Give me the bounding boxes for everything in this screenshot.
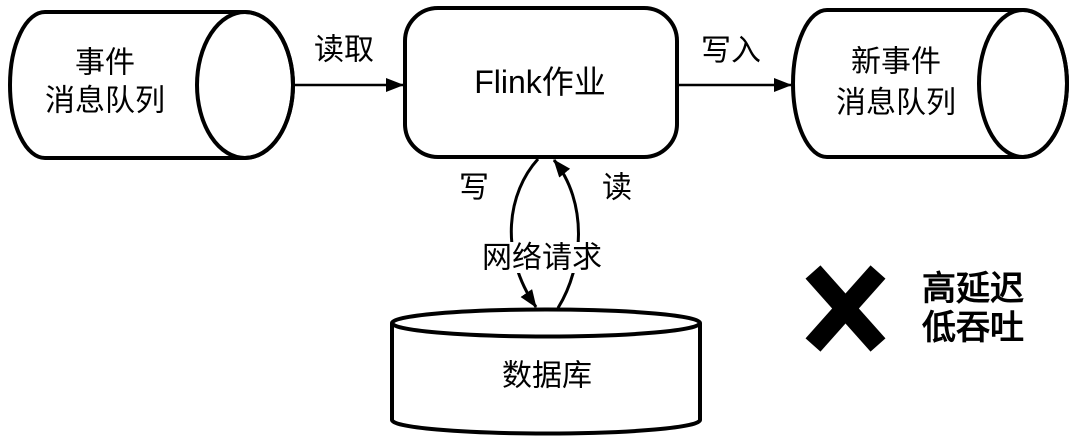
flink-job-label: Flink作业 bbox=[474, 64, 606, 100]
node-flink-job: Flink作业 bbox=[403, 6, 679, 159]
database-top-rim bbox=[390, 307, 702, 339]
read-queue-label: 读取 bbox=[314, 34, 374, 67]
node-new-event-queue: 新事件 消息队列 bbox=[791, 8, 1069, 159]
new-event-queue-rim bbox=[977, 8, 1069, 159]
network-request-label: 网络请求 bbox=[482, 242, 602, 275]
edge-read-queue: 读取 bbox=[292, 34, 404, 92]
database-label: 数据库 bbox=[502, 360, 592, 393]
database-body bbox=[390, 323, 702, 436]
edge-write-to-database: 写 bbox=[459, 157, 540, 308]
flink-job-box bbox=[403, 6, 679, 159]
read-db-arrow bbox=[552, 159, 580, 309]
event-queue-label-line2: 消息队列 bbox=[45, 85, 165, 118]
annotation-line2: 低吞吐 bbox=[922, 309, 1024, 347]
new-event-queue-label-line1: 新事件 bbox=[851, 46, 941, 79]
read-db-label: 读 bbox=[602, 172, 632, 205]
write-queue-label: 写入 bbox=[701, 35, 761, 68]
node-event-queue: 事件 消息队列 bbox=[8, 10, 295, 160]
annotation-problem: 高延迟 低吞吐 bbox=[805, 265, 1024, 352]
node-database: 数据库 bbox=[390, 307, 702, 436]
write-db-arrow bbox=[509, 157, 540, 308]
database-fill bbox=[392, 323, 700, 434]
edge-read-from-database: 读 bbox=[552, 159, 632, 309]
annotation-line1: 高延迟 bbox=[922, 270, 1024, 308]
new-event-queue-body bbox=[791, 8, 1069, 159]
edge-write-queue: 写入 bbox=[679, 35, 792, 92]
event-queue-label-line1: 事件 bbox=[75, 47, 135, 80]
network-request-label-mask bbox=[472, 242, 612, 273]
x-mark-icon bbox=[805, 265, 886, 352]
write-db-label: 写 bbox=[459, 172, 489, 205]
new-event-queue-label-line2: 消息队列 bbox=[836, 87, 956, 120]
network-request-label-group: 网络请求 bbox=[472, 242, 612, 275]
